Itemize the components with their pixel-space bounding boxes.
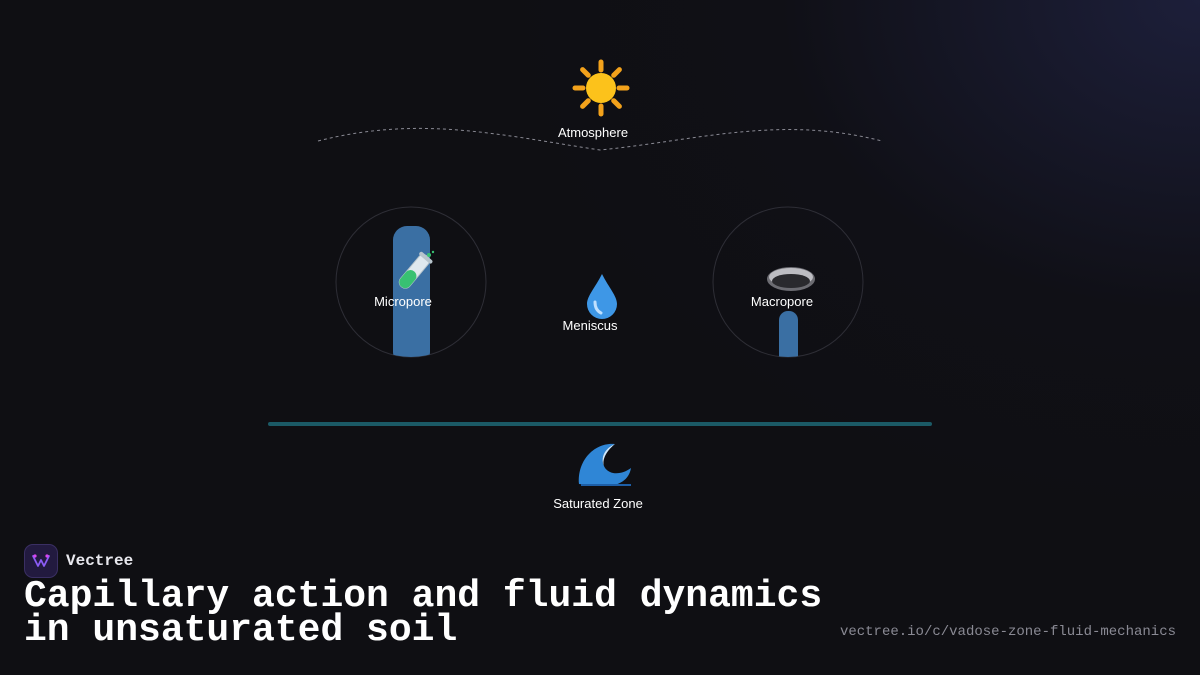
brand-name: Vectree — [66, 552, 134, 570]
saturated-zone-label: Saturated Zone — [553, 496, 643, 511]
test-tube-icon — [389, 249, 437, 300]
droplet-icon — [585, 272, 619, 323]
dish-icon — [767, 267, 815, 291]
atmosphere-boundary-line — [317, 127, 883, 151]
macropore-water-column — [779, 311, 798, 357]
brand: Vectree — [24, 544, 133, 578]
source-url: vectree.io/c/vadose-zone-fluid-mechanics — [839, 624, 1176, 640]
page-title: Capillary action and fluid dynamics in u… — [24, 575, 823, 652]
atmosphere-label: Atmosphere — [557, 125, 629, 140]
meniscus-label: Meniscus — [562, 318, 618, 333]
wave-icon — [575, 438, 633, 491]
macropore-label: Macropore — [750, 294, 814, 309]
vectree-logo-icon — [24, 544, 58, 578]
micropore-label: Micropore — [374, 294, 432, 309]
sun-icon — [571, 58, 631, 121]
